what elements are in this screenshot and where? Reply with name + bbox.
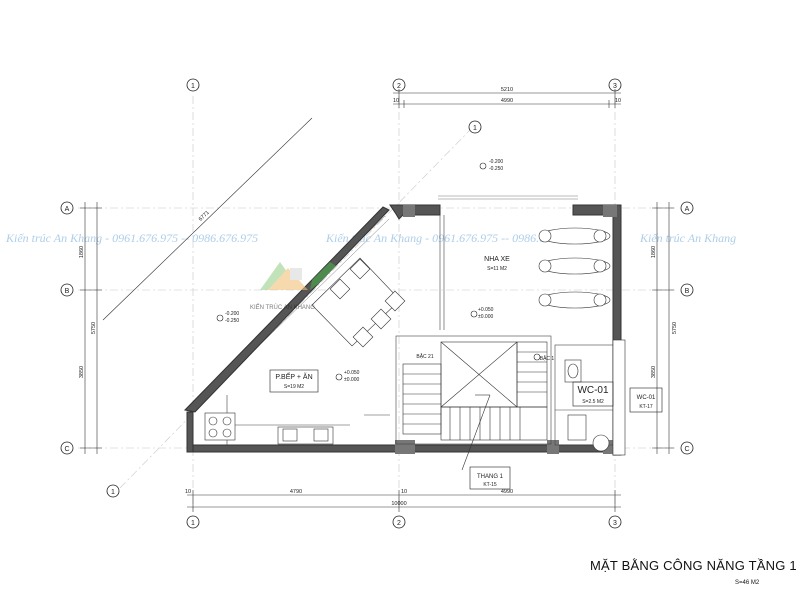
stair	[402, 341, 548, 471]
watermark-text-1: Kiến trúc An Khang - 0961.676.975 -- 098…	[5, 231, 258, 245]
watermark-text-2: Kiến trúc An Khang - 0961.676.975 -- 098…	[325, 231, 578, 245]
axis-label-bottom-3: 3	[613, 520, 617, 527]
level-marker-garage	[470, 310, 478, 318]
stair-label: THANG 1	[477, 474, 504, 480]
level-kitchen-left-1: -0.200	[225, 311, 239, 317]
axis-bubble-bottom-3	[608, 515, 622, 529]
room-labels: NHA XE S=11 M2 P.BẾP + ĂN S=19 M2 WC-01 …	[275, 256, 609, 405]
room-area-garage: S=11 M2	[487, 266, 507, 272]
dim-bottom-total: 10000	[391, 501, 406, 507]
motorbike-3	[538, 291, 611, 309]
axis-label-right-c: C	[684, 446, 689, 453]
axis-bubble-bottom-2	[392, 515, 406, 529]
level-kitchen-1: +0.050	[344, 370, 360, 376]
axis-label-right-a: A	[685, 206, 690, 213]
axis-label-right-b: B	[685, 288, 690, 295]
interior-lines	[226, 215, 614, 446]
axis-label-diag-top: 1	[473, 125, 477, 132]
watermark-band: Kiến trúc An Khang - 0961.676.975 -- 098…	[5, 231, 736, 245]
dimension-labels: 5210 4990 10 10 4790 4990 10000 10 10 18…	[79, 87, 678, 507]
window-frame-green	[310, 262, 336, 290]
motorbike-2	[538, 257, 611, 275]
level-marker-kitchen-left	[216, 314, 224, 322]
grid-bubbles	[60, 78, 694, 529]
dim-left-1: 1860	[79, 246, 85, 258]
dim-top-inner: 4990	[501, 98, 513, 104]
axis-bubble-right-a	[680, 201, 694, 215]
level-garage-top-1: -0.200	[489, 159, 503, 165]
dim-diagonal: 6771	[198, 210, 211, 223]
level-garage-2: ±0.000	[478, 314, 493, 320]
axis-bubble-right-b	[680, 283, 694, 297]
dining-set	[311, 257, 406, 348]
dim-bottom-small-1: 10	[185, 489, 191, 495]
axis-label-left-c: C	[64, 446, 69, 453]
axis-label-bottom-2: 2	[397, 520, 401, 527]
walls	[183, 204, 622, 456]
kitchen-fixtures	[204, 412, 334, 445]
dim-bottom-left: 4790	[290, 489, 302, 495]
level-marker-garage-top	[479, 162, 487, 170]
wc-fixtures	[564, 339, 626, 456]
room-label-boxes	[269, 369, 663, 490]
wc-tag-name: WC-01	[637, 395, 656, 401]
room-name-wc: WC-01	[577, 385, 609, 396]
motorbikes	[538, 227, 611, 309]
dim-right-total: 5750	[672, 322, 678, 334]
grid-bubble-labels: 1 2 3 1 2 3 A B C A B C 1 1	[64, 83, 689, 527]
axis-label-top-3: 3	[613, 83, 617, 90]
wc-tag-code: KT-17	[639, 404, 653, 410]
axis-bubble-left-a	[60, 201, 74, 215]
drawing-title: MẶT BẰNG CÔNG NĂNG TẦNG 1	[590, 558, 797, 573]
watermark-text-3: Kiến trúc An Khang	[639, 231, 736, 245]
dim-left-2: 3850	[79, 366, 85, 378]
axis-bubble-right-c	[680, 441, 694, 455]
motorbike-1	[538, 227, 611, 245]
dim-bottom-right: 4990	[501, 489, 513, 495]
axis-label-left-b: B	[65, 288, 70, 295]
axis-bubble-left-b	[60, 283, 74, 297]
room-name-garage: NHA XE	[484, 256, 510, 263]
stair-bac1: BẬC 1	[540, 355, 555, 362]
dim-right-2: 3850	[651, 366, 657, 378]
axis-label-diag-bottom: 1	[111, 489, 115, 496]
logo-text: KIẾN TRÚC AN KHANG	[250, 304, 315, 311]
level-marker-stair	[533, 353, 541, 361]
level-kitchen-left-2: -0.250	[225, 318, 239, 324]
stair-bac21: BẬC 21	[416, 353, 433, 360]
level-kitchen-2: ±0.000	[344, 377, 359, 383]
dim-right-1: 1860	[651, 246, 657, 258]
drawing-title-area: S=46 M2	[735, 580, 760, 586]
level-markers	[216, 162, 541, 381]
axis-bubble-top-1	[186, 78, 200, 92]
dim-top-total: 5210	[501, 87, 513, 93]
level-marker-kitchen	[335, 373, 343, 381]
axis-label-top-1: 1	[191, 83, 195, 90]
level-garage-top-2: -0.250	[489, 166, 503, 172]
dimension-lines	[80, 89, 674, 512]
axis-bubble-left-c	[60, 441, 74, 455]
axis-label-left-a: A	[65, 206, 70, 213]
dim-top-right-small: 10	[615, 98, 621, 104]
axis-label-bottom-1: 1	[191, 520, 195, 527]
dim-left-total: 5750	[91, 322, 97, 334]
room-area-wc: S=2.5 M2	[582, 399, 604, 405]
axis-bubble-diag-top	[468, 120, 482, 134]
dim-top-left-small: 10	[393, 98, 399, 104]
axis-label-top-2: 2	[397, 83, 401, 90]
tags: WC-01 KT-17 THANG 1 KT-15 BẬC 21 BẬC 1	[416, 353, 656, 488]
level-garage-1: +0.050	[478, 307, 494, 313]
room-name-kitchen: P.BẾP + ĂN	[275, 371, 312, 381]
dim-bottom-small-2: 10	[401, 489, 407, 495]
level-labels: -0.200 -0.250 +0.050 ±0.000 -0.200 -0.25…	[225, 159, 503, 383]
logo-watermark: KIẾN TRÚC AN KHANG	[250, 262, 315, 311]
axis-bubble-bottom-1	[186, 515, 200, 529]
axis-bubble-diag-bottom	[106, 484, 120, 498]
room-area-kitchen: S=19 M2	[284, 384, 304, 390]
stair-code: KT-15	[483, 482, 497, 488]
